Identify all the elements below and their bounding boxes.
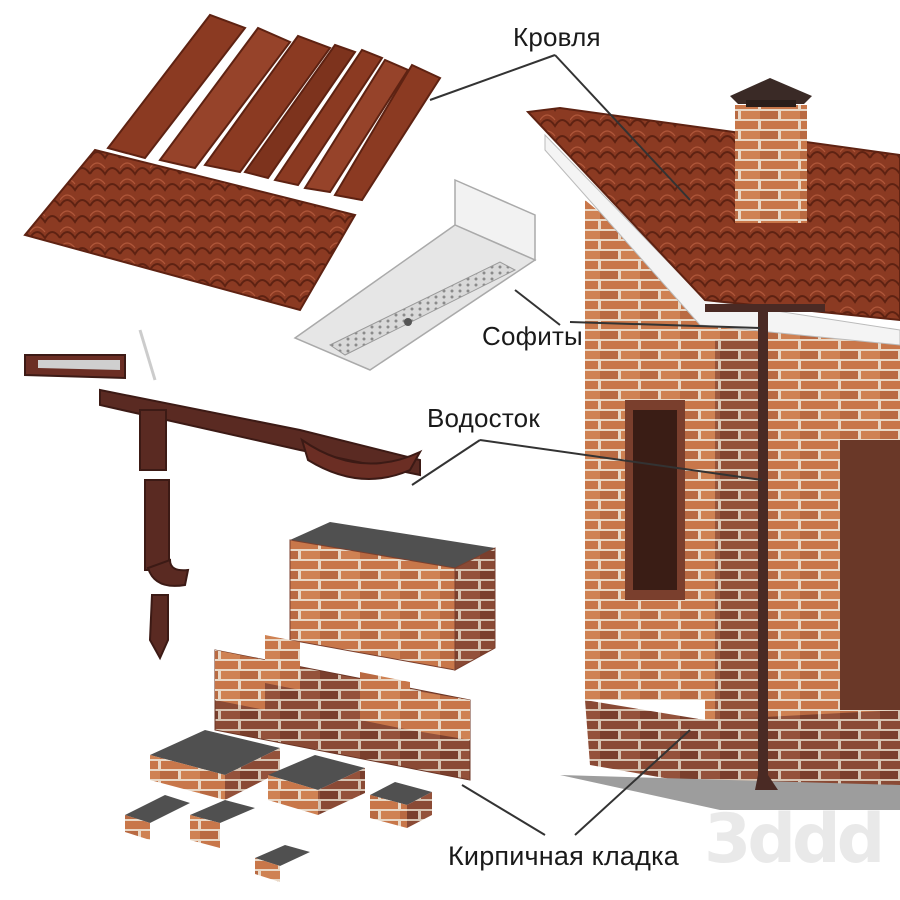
brick-leader-line-2 (574, 729, 691, 836)
brick-leader-line (461, 784, 546, 836)
brick-wall-partial (214, 635, 471, 781)
roof-ridge-pieces (106, 13, 442, 202)
gutter-leader-line-2 (479, 439, 763, 481)
watermark-logo: 3ddd (704, 800, 885, 879)
metal-tile-sheet (23, 148, 357, 312)
soffit-panel (293, 178, 537, 371)
house (525, 78, 900, 810)
callout-lines (411, 54, 763, 836)
soffit-leader-line-2 (569, 321, 761, 329)
gutter-label: Водосток (427, 403, 540, 433)
brickwork-label: Кирпичная кладка (448, 841, 679, 871)
roof-label: Кровля (513, 22, 601, 52)
soffits-label: Софиты (482, 321, 583, 351)
gutter-system (24, 329, 423, 661)
roof-leader-line-2 (554, 54, 691, 201)
gutter-leader-line (411, 439, 481, 486)
soffit-leader-line (514, 289, 561, 326)
roof-leader-line (429, 54, 556, 101)
brick-small-pieces (125, 730, 432, 882)
brick-block-large (289, 522, 496, 671)
